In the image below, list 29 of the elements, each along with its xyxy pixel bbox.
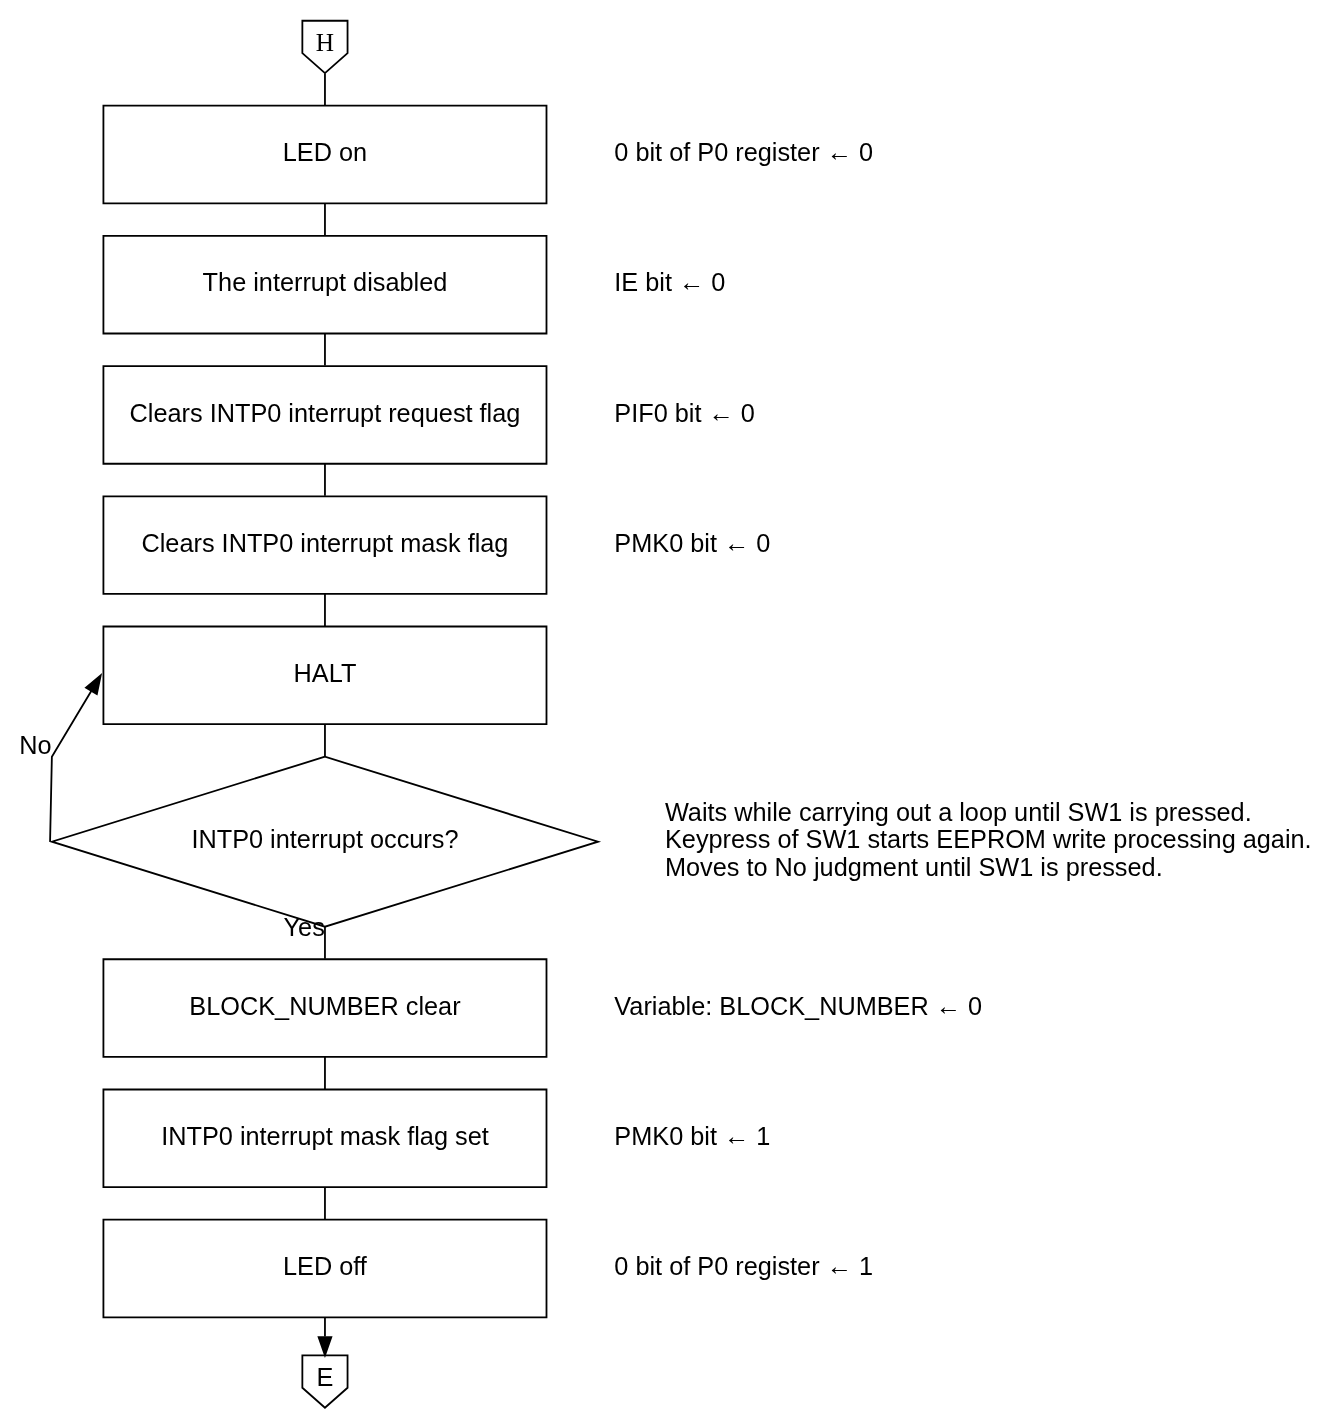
node-box: LED on bbox=[102, 104, 548, 205]
connector bbox=[324, 332, 326, 367]
node-label: 0 bit of P0 register ← 0 bbox=[614, 138, 874, 167]
node-box: BLOCK_NUMBER clear bbox=[102, 958, 548, 1058]
connector bbox=[324, 462, 326, 497]
node-label: PMK0 bit ← 1 bbox=[614, 1121, 771, 1150]
node-label: Variable: BLOCK_NUMBER ← 0 bbox=[614, 991, 983, 1020]
node-label: Waits while carrying out a loop until SW1 is pressed. bbox=[664, 798, 1252, 827]
node-box: LED off bbox=[102, 1218, 548, 1319]
connector bbox=[324, 723, 326, 758]
node-label: 0 bit of P0 register ← 1 bbox=[614, 1252, 874, 1281]
node-box: The interrupt disabled bbox=[102, 234, 548, 335]
connector bbox=[324, 925, 326, 960]
node-box: INTP0 interrupt mask flag set bbox=[102, 1088, 548, 1189]
connector bbox=[324, 1186, 326, 1220]
node-label: PMK0 bit ← 0 bbox=[614, 528, 771, 557]
node-label: PIF0 bit ← 0 bbox=[614, 398, 755, 427]
node-box: Clears INTP0 interrupt request flag bbox=[102, 365, 548, 465]
node-box: Clears INTP0 interrupt mask flag bbox=[102, 495, 548, 595]
arrow bbox=[49, 673, 103, 843]
connector bbox=[324, 593, 326, 627]
arrow bbox=[317, 1316, 333, 1358]
connector bbox=[324, 1056, 326, 1090]
node-box: HALT bbox=[102, 625, 548, 726]
node-label: Keypress of SW1 starts EEPROM write processing again. bbox=[664, 825, 1312, 854]
connector bbox=[324, 202, 326, 237]
node-label: Moves to No judgment until SW1 is pressed. bbox=[664, 852, 1163, 881]
node-label: IE bit ← 0 bbox=[614, 268, 726, 297]
connector bbox=[324, 72, 326, 106]
